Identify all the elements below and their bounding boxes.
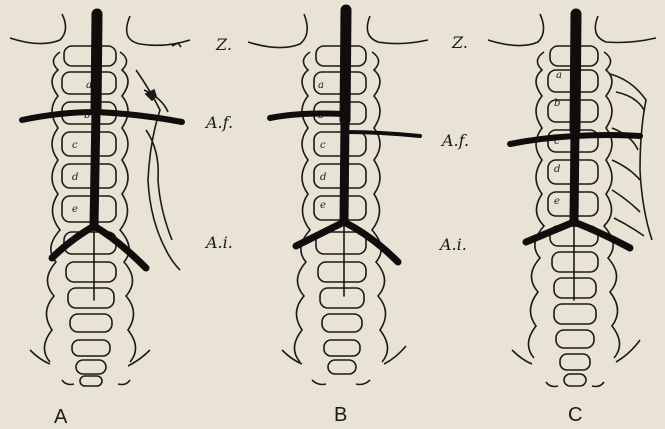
panel-c: a b c d e C — [488, 14, 656, 426]
panel-label-c: C — [568, 404, 582, 426]
vertebra-label-c: c — [320, 140, 326, 151]
vertebra-label-d: d — [72, 172, 78, 183]
label-ai-2: A.i. — [438, 235, 467, 254]
vertebra-label-d: d — [320, 172, 326, 183]
label-af-1: A.f. — [204, 113, 233, 132]
label-z-1: Z. — [215, 35, 232, 54]
label-z-2: Z. — [451, 33, 468, 52]
panel-label-b: B — [334, 404, 347, 426]
vertebra-column-a — [30, 46, 180, 386]
aorta-a — [22, 14, 182, 300]
label-ai-1: A.i. — [204, 233, 233, 252]
vertebra-label-d: d — [554, 164, 560, 175]
aorta-c — [510, 14, 640, 300]
vertebra-label-c: c — [72, 140, 78, 151]
panel-label-a: A — [54, 406, 68, 428]
vertebra-label-a: a — [556, 70, 562, 81]
vertebra-label-b: b — [554, 98, 560, 109]
vertebra-label-e: e — [554, 196, 560, 207]
vertebra-column-c — [512, 46, 652, 387]
vertebra-label-e: e — [72, 204, 78, 215]
panel-b: a b c d e B — [248, 10, 428, 426]
vertebra-label-e: e — [320, 200, 326, 211]
label-af-2: A.f. — [440, 131, 469, 150]
panel-a: a b c d e A — [10, 14, 190, 428]
vertebra-label-a: a — [318, 80, 324, 91]
aorta-b — [270, 10, 420, 296]
